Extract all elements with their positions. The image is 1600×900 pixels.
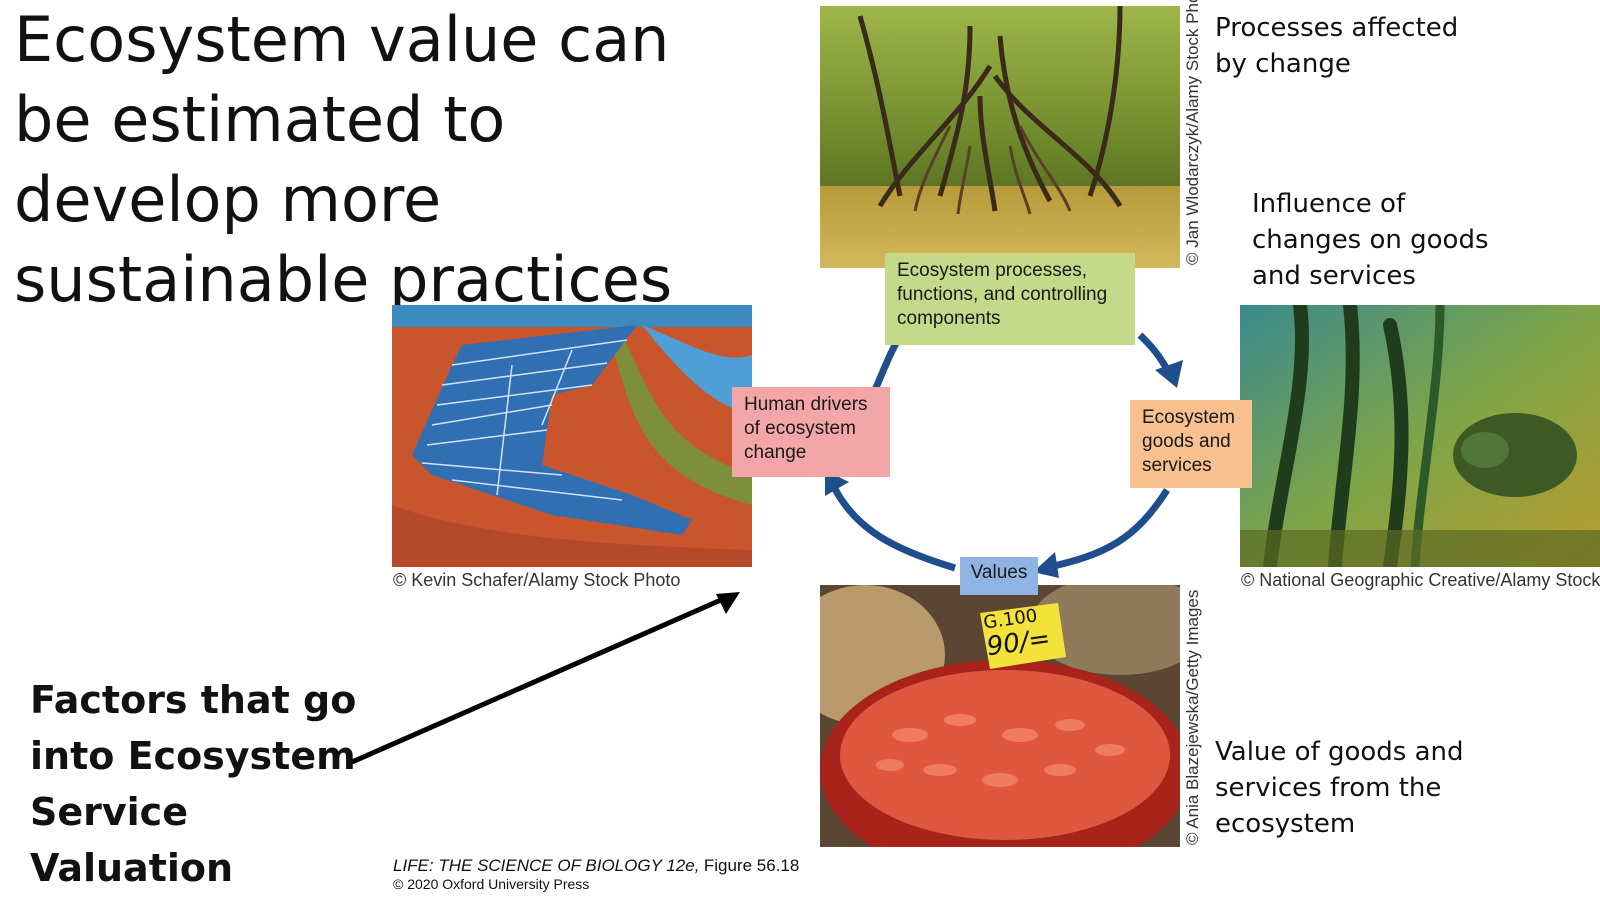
pointer-arrow: [350, 592, 740, 765]
citation-copyright: © 2020 Oxford University Press: [393, 876, 590, 892]
underwater-photo: [1240, 305, 1600, 567]
cycle-arrows: [825, 310, 1183, 578]
citation-figure: Figure 56.18: [703, 856, 800, 875]
mangrove-photo-credit: © Jan Wlodarczyk/Alamy Stock Photo: [1183, 0, 1202, 265]
shrimp-photo: [820, 585, 1180, 847]
underwater-photo-credit: © National Geographic Creative/Alamy Sto…: [1241, 570, 1600, 590]
citation-book: LIFE: THE SCIENCE OF BIOLOGY 12e,: [393, 856, 700, 875]
values-box: Values: [960, 557, 1038, 595]
shrimp-photo-credit: © Ania Blazejewska/Getty Images: [1183, 589, 1202, 845]
aquaculture-photo-credit: © Kevin Schafer/Alamy Stock Photo: [393, 570, 681, 590]
slide-title: Ecosystem value can be estimated to deve…: [14, 3, 673, 316]
factors-label: Factors that go into Ecosystem Service V…: [30, 678, 357, 890]
label-value-of-goods: Value of goods and services from the eco…: [1215, 737, 1464, 839]
arrow-values-to-drivers: [829, 483, 957, 572]
label-processes-affected: Processes affected by change: [1215, 13, 1459, 79]
processes-box: Ecosystem processes, functions, and cont…: [885, 253, 1135, 345]
label-influence: Influence of changes on goods and servic…: [1252, 189, 1489, 291]
aquaculture-photo: [392, 305, 752, 567]
drivers-box: Human drivers of ecosystem change: [732, 387, 890, 477]
goods-box: Ecosystem goods and services: [1130, 400, 1252, 488]
figure-citation: LIFE: THE SCIENCE OF BIOLOGY 12e, Figure…: [393, 856, 799, 892]
arrow-goods-to-values: [1044, 488, 1170, 572]
mangrove-photo: [820, 6, 1180, 268]
